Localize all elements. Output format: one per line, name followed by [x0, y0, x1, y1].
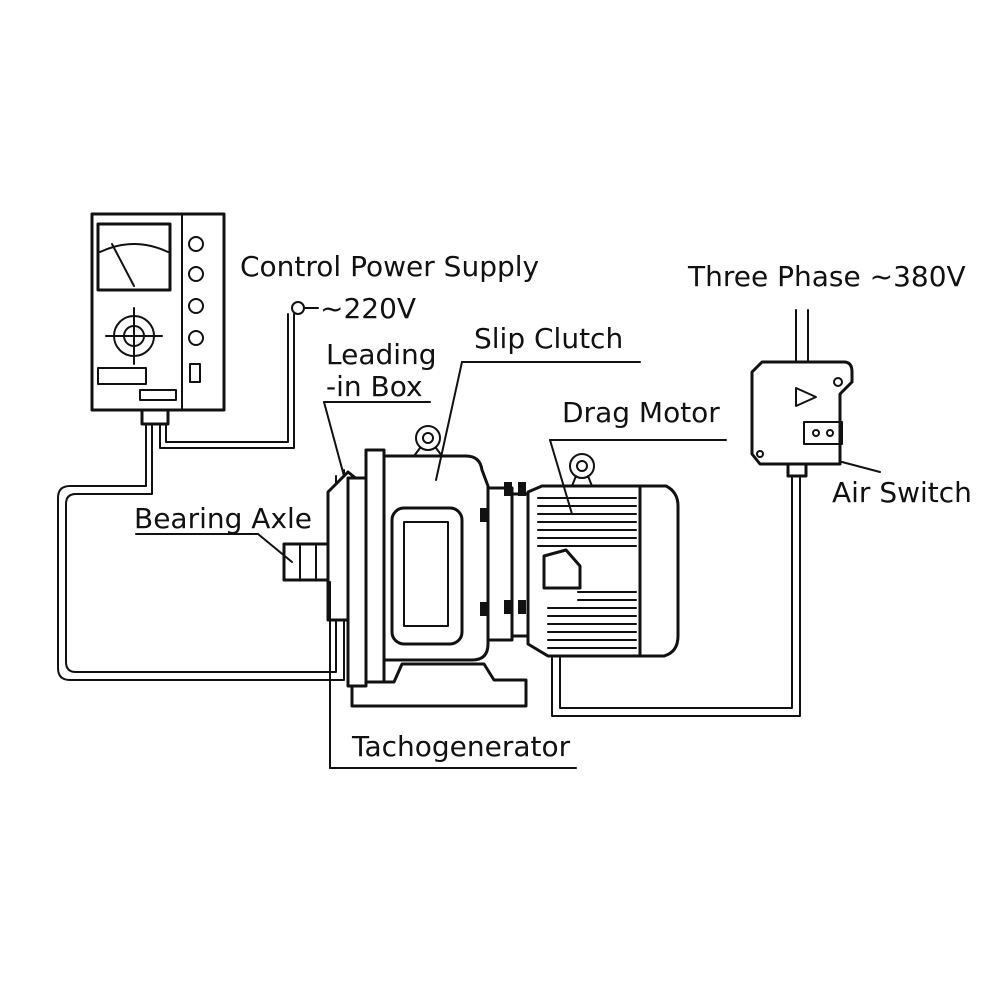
tachogenerator-label: Tachogenerator	[351, 730, 571, 763]
base-frame	[350, 662, 528, 708]
air-switch-label: Air Switch	[832, 476, 972, 509]
tachogenerator-disc	[346, 448, 386, 688]
arrow-icon	[795, 387, 817, 407]
coupling-flange	[486, 482, 530, 642]
fan-cover	[638, 484, 680, 658]
leader-lines	[135, 307, 881, 769]
three-phase-label: Three Phase ~380V	[687, 260, 966, 293]
leading-in-box-label-line1: Leading	[326, 338, 437, 371]
slip-clutch-housing	[382, 425, 490, 662]
slip-clutch-label: Slip Clutch	[474, 322, 623, 355]
motor-to-air-switch-cable	[551, 475, 801, 717]
controller-box	[90, 212, 226, 426]
knob-icon	[105, 307, 163, 365]
terminal-box-icon	[542, 548, 582, 590]
lifting-eye-icon	[413, 425, 443, 457]
three-phase-feed-cable	[795, 309, 809, 363]
voltage-220-label: ~220V	[320, 292, 416, 325]
leading-in-box-label-line2: -in Box	[326, 370, 423, 403]
control-power-supply-label: Control Power Supply	[240, 250, 539, 283]
drag-motor-label: Drag Motor	[562, 396, 720, 429]
air-switch-box	[750, 360, 854, 478]
indicator-lamps	[188, 236, 204, 383]
drag-motor	[526, 453, 680, 658]
motor-lifting-eye-icon	[569, 453, 595, 487]
controller-to-clutch-cable	[57, 423, 345, 681]
plug-terminal-icon	[291, 301, 305, 315]
meter-icon	[96, 222, 172, 292]
bearing-axle-label: Bearing Axle	[134, 502, 312, 535]
